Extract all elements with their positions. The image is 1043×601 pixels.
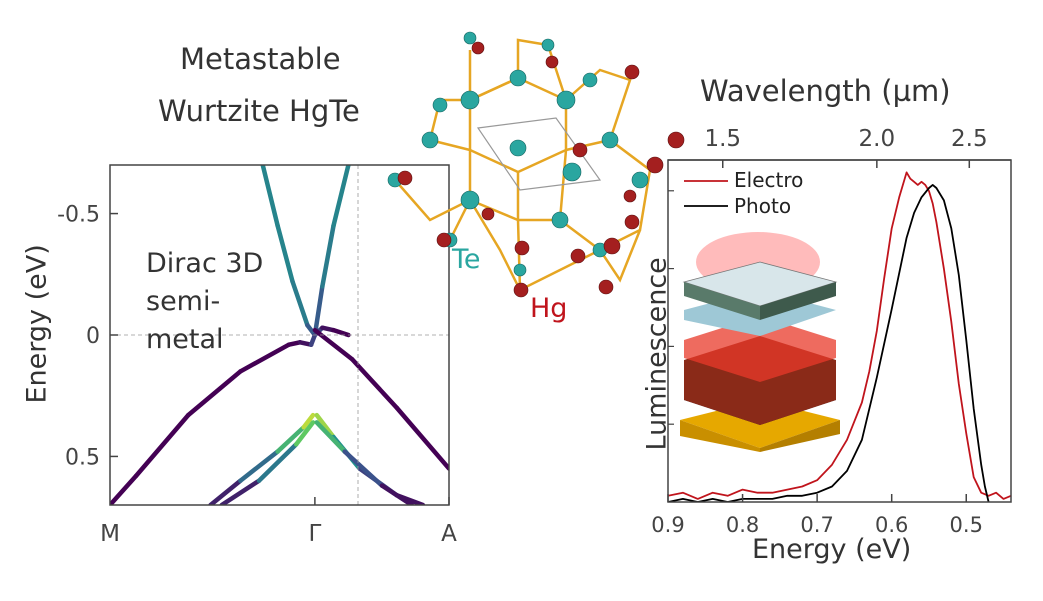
band-annotation-line3: metal [146, 324, 224, 355]
band-line-segment [314, 420, 347, 454]
hg-atom [397, 170, 413, 186]
te-atom [460, 90, 480, 110]
band-line-segment [312, 284, 325, 338]
te-atom [562, 162, 582, 182]
band-line-segment [256, 442, 299, 483]
hg-atom [570, 248, 586, 264]
te-atom [463, 31, 477, 45]
te-atom [556, 90, 576, 110]
band-ytick-label: -0.5 [57, 203, 100, 228]
band-line-segment [331, 165, 351, 228]
hg-atom [471, 41, 485, 55]
band-line-segment [110, 473, 139, 505]
band-line-segment [208, 478, 243, 505]
wavelength-axis-label: Wavelength (µm) [700, 74, 951, 108]
te-atom [460, 190, 480, 210]
band-line-segment [185, 369, 243, 418]
lum-xtick-label: 0.9 [651, 513, 684, 537]
hg-atom [545, 55, 559, 69]
band-line-segment [294, 420, 316, 447]
te-atom [582, 72, 598, 88]
band-line-segment [290, 279, 310, 328]
hg-atom [436, 232, 452, 248]
hg-atom [667, 131, 685, 149]
hg-atom [624, 64, 640, 80]
band-xtick-label: A [441, 521, 457, 547]
hg-atom [598, 279, 614, 295]
legend [684, 180, 728, 207]
hg-atom [624, 214, 640, 230]
te-atom [421, 131, 439, 149]
device-stack-illustration [680, 232, 840, 452]
band-line-segment [133, 412, 191, 479]
wavelength-tick-label: 1.5 [704, 126, 741, 152]
luminescence-axis-ticks: 0.9 0.8 0.7 0.6 0.5 1.5 2.0 2.5 [651, 126, 987, 537]
band-curves [110, 165, 449, 505]
te-atom [541, 38, 555, 52]
series-line-electro [668, 171, 1011, 500]
band-line-segment [394, 405, 449, 471]
band-ytick-label: 0 [86, 324, 100, 349]
band-xtick-label: M [100, 521, 120, 547]
band-line-segment [320, 223, 336, 289]
wavelength-tick-label: 2.5 [951, 126, 988, 152]
hg-atom [514, 240, 530, 256]
band-line-segment [238, 342, 292, 374]
band-line-segment [238, 449, 280, 483]
hg-atom [481, 207, 495, 221]
te-label: Te [452, 244, 481, 275]
wavelength-tick-label: 2.0 [859, 126, 896, 152]
band-line-segment [219, 478, 262, 505]
band-annotation-line2: semi- [146, 286, 221, 317]
series-line-photo [668, 184, 990, 502]
band-line-segment [301, 412, 316, 430]
te-atom [601, 131, 619, 149]
headline-line2: Wurtzite HgTe [158, 94, 360, 128]
luminescence-xlabel: Energy (eV) [752, 534, 912, 565]
band-line-segment [260, 165, 280, 228]
te-atom [631, 171, 649, 189]
hg-atom [572, 142, 588, 158]
hg-atom [623, 189, 637, 203]
lum-xtick-label: 0.8 [726, 513, 759, 537]
band-line-segment [349, 357, 400, 411]
legend-photo-label: Photo [734, 194, 792, 218]
band-line-segment [379, 483, 414, 505]
band-axis-ticks: -0.5 0 0.5M Γ A [57, 203, 457, 547]
crystal-bonds [565, 68, 632, 141]
unit-cell [476, 117, 602, 191]
lum-xtick-label: 0.6 [875, 513, 908, 537]
te-atom [551, 211, 569, 229]
band-line-segment [314, 412, 336, 440]
band-line-segment [275, 223, 295, 284]
band-line-segment [342, 449, 385, 488]
te-atom [432, 97, 448, 113]
lum-xtick-label: 0.7 [800, 513, 833, 537]
band-annotation-line1: Dirac 3D [146, 248, 264, 279]
te-atom [509, 139, 527, 157]
luminescence-curves [668, 171, 1011, 502]
hg-label: Hg [530, 293, 568, 324]
lum-xtick-label: 0.5 [950, 513, 983, 537]
legend-electro-label: Electro [734, 168, 804, 192]
band-line-segment [275, 425, 306, 454]
te-atom [513, 263, 527, 277]
headline-line1: Metastable [180, 42, 341, 76]
band-xtick-label: Γ [308, 521, 321, 547]
hg-atom [603, 237, 621, 255]
crystal-bonds [598, 229, 642, 283]
hg-atom [646, 156, 664, 174]
te-atom [509, 69, 527, 87]
luminescence-ylabel: Luminescence [641, 257, 673, 451]
hg-atom [513, 282, 529, 298]
band-ytick-label: 0.5 [65, 445, 100, 470]
band-line-segment [331, 327, 351, 338]
